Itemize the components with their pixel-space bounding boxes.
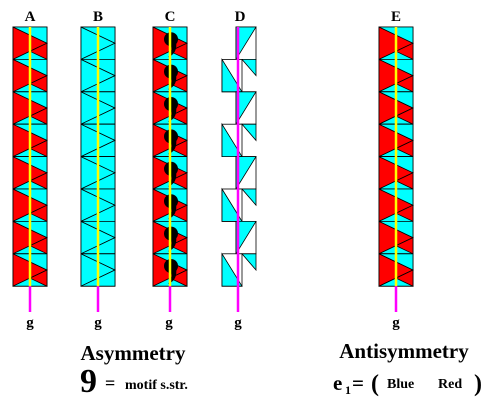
strip-label-d: D <box>235 9 246 25</box>
red-accent-triangle <box>395 204 414 223</box>
motif-symbol-icon: 9 <box>80 363 97 400</box>
red-accent-triangle <box>169 172 188 190</box>
axis-label-b: g <box>94 315 102 331</box>
red-accent-triangle <box>395 107 414 125</box>
strip-c <box>152 26 188 312</box>
strip-b <box>80 26 116 312</box>
red-accent-triangle <box>29 236 48 255</box>
heading-antisymmetry: Antisymmetry <box>339 339 469 363</box>
strip-label-b: B <box>93 9 103 25</box>
strip-e <box>378 26 414 312</box>
strip-label-a: A <box>25 9 36 25</box>
e-base: e <box>333 371 342 395</box>
red-accent-triangle <box>169 139 188 158</box>
red-word: Red <box>438 377 462 392</box>
red-accent-triangle <box>29 42 48 61</box>
blue-word: Blue <box>387 377 414 392</box>
red-accent-triangle <box>169 269 188 287</box>
red-accent-triangle <box>395 139 414 158</box>
strip-label-c: C <box>165 9 176 25</box>
strip-d <box>221 26 257 312</box>
axis-label-e: g <box>392 315 400 331</box>
strip-a <box>12 26 48 312</box>
red-accent-triangle <box>29 139 48 158</box>
red-accent-triangle <box>29 204 48 223</box>
motif-text: motif s.str. <box>125 378 188 393</box>
zigzag-triangle-extra <box>241 59 257 77</box>
zigzag-triangle <box>235 156 257 191</box>
motif-equals: = <box>105 373 115 393</box>
strip-label-e: E <box>391 9 401 25</box>
red-accent-triangle <box>29 74 48 93</box>
zigzag-triangle <box>221 122 243 158</box>
open-paren: ( <box>371 371 379 397</box>
red-accent-triangle <box>395 74 414 93</box>
red-accent-triangle <box>169 74 188 93</box>
red-accent-triangle <box>169 204 188 223</box>
red-accent-triangle <box>395 172 414 190</box>
zigzag-triangle-extra <box>241 123 257 142</box>
heading-asymmetry: Asymmetry <box>81 341 186 365</box>
zigzag-triangle <box>221 187 243 222</box>
red-accent-triangle <box>29 269 48 287</box>
axis-label-c: g <box>165 315 173 331</box>
axis-label-d: g <box>234 315 242 331</box>
zigzag-triangle <box>235 91 257 126</box>
close-paren: ) <box>474 371 482 397</box>
red-accent-triangle <box>29 107 48 125</box>
e-subscript: 1 <box>345 383 351 397</box>
red-accent-triangle <box>395 42 414 61</box>
zigzag-triangle-extra <box>241 253 257 272</box>
zigzag-triangle <box>235 26 257 61</box>
red-accent-triangle <box>395 236 414 255</box>
zigzag-triangle <box>235 220 257 256</box>
red-accent-triangle <box>169 236 188 255</box>
red-accent-triangle <box>169 42 188 61</box>
red-accent-triangle <box>169 107 188 125</box>
zigzag-triangle <box>221 252 243 287</box>
red-accent-triangle <box>395 269 414 287</box>
axis-label-a: g <box>26 315 34 331</box>
e-equals: = <box>352 371 364 395</box>
red-accent-triangle <box>29 172 48 190</box>
zigzag-triangle-extra <box>241 188 257 207</box>
